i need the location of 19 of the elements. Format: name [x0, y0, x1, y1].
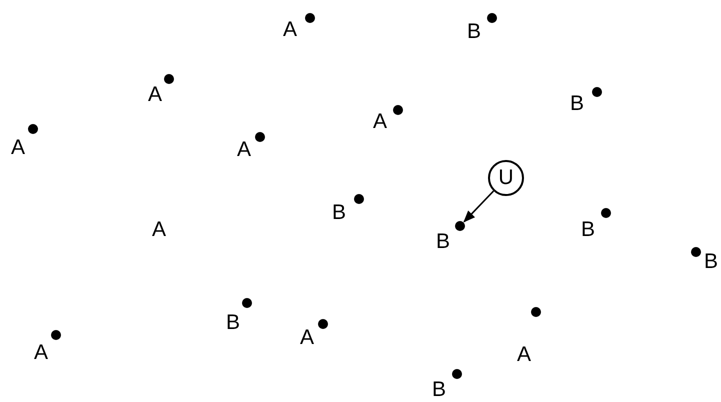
point-label: B [436, 232, 450, 252]
point-label: B [704, 252, 718, 272]
point-label: A [148, 85, 162, 105]
point-label: B [581, 220, 596, 240]
point-label: B [467, 22, 482, 42]
arrow [463, 190, 494, 223]
point-label: B [332, 203, 346, 223]
point-label: A [283, 20, 298, 40]
point-label: A [11, 138, 26, 158]
point-label: A [517, 345, 532, 365]
point-label: B [226, 313, 240, 333]
point-label: B [432, 380, 446, 400]
point-label: A [34, 343, 48, 363]
point-label: A [152, 220, 166, 240]
point-label: A [237, 140, 252, 160]
point-label: B [570, 94, 584, 114]
circled-letter: U [488, 160, 524, 196]
point-label: A [300, 328, 314, 348]
point-label: A [373, 112, 388, 132]
